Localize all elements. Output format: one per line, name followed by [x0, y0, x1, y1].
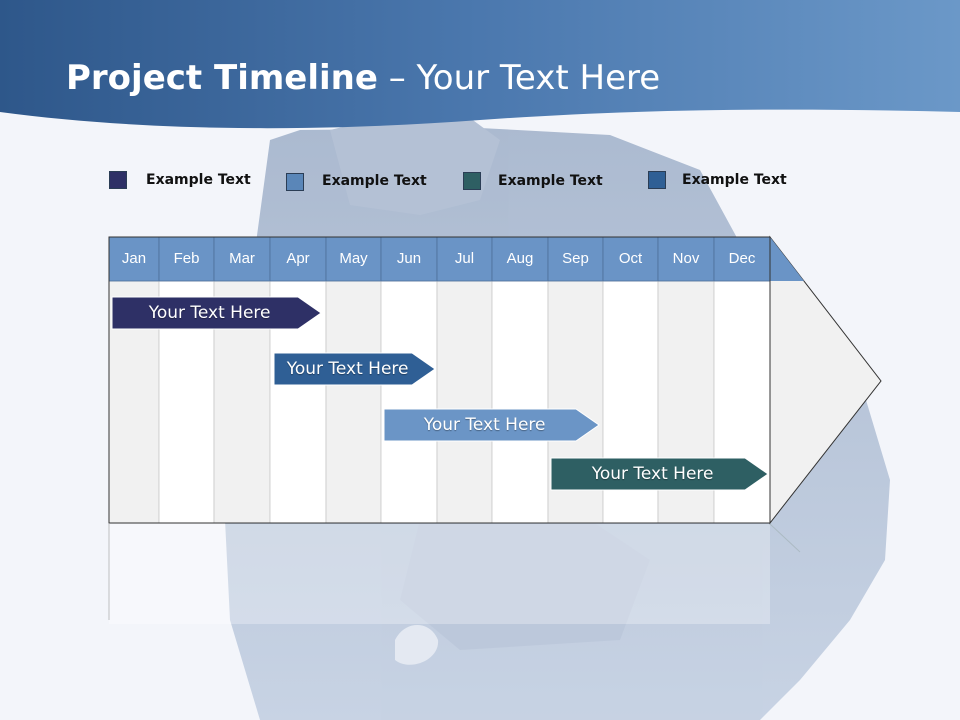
month-label-jul: Jul — [454, 250, 475, 267]
legend-swatch-3 — [463, 172, 481, 190]
title-regular: – Your Text Here — [377, 58, 661, 98]
month-header-cell-jun — [380, 236, 438, 282]
month-header-cell-feb — [158, 236, 215, 282]
month-label-apr: Apr — [286, 250, 310, 267]
month-column-may — [325, 280, 382, 524]
month-label-nov: Nov — [672, 250, 700, 267]
timeline-arrow-head-cap — [770, 237, 804, 281]
legend-label-2: Example Text — [322, 173, 427, 189]
month-header-cell-oct — [602, 236, 659, 282]
task-bar-4[interactable] — [550, 457, 769, 491]
timeline-frame — [108, 236, 771, 524]
month-label-dec: Dec — [728, 250, 756, 267]
month-header-cell-aug — [491, 236, 549, 282]
month-header-cell-sep — [547, 236, 604, 282]
legend-label-3: Example Text — [498, 173, 603, 189]
page-title: Project Timeline – Your Text Here — [66, 58, 660, 98]
task-bar-label-3: Your Text Here — [423, 415, 546, 435]
month-header-cell-mar — [213, 236, 271, 282]
month-label-aug: Aug — [506, 250, 534, 267]
task-bar-1[interactable] — [111, 296, 322, 330]
month-label-may: May — [339, 250, 368, 267]
month-column-jun — [380, 280, 438, 524]
month-label-sep: Sep — [562, 250, 589, 267]
task-bar-label-4: Your Text Here — [591, 464, 714, 484]
month-label-jun: Jun — [396, 250, 422, 267]
legend-swatch-2 — [286, 173, 304, 191]
month-label-oct: Oct — [618, 250, 643, 267]
legend-label-1: Example Text — [146, 172, 251, 188]
task-bar-2[interactable] — [273, 352, 436, 386]
month-column-jul — [436, 280, 493, 524]
month-label-jan: Jan — [121, 250, 147, 267]
timeline-reflection — [108, 523, 801, 624]
month-column-aug — [491, 280, 549, 524]
legend-swatch-4 — [648, 171, 666, 189]
legend-label-4: Example Text — [682, 172, 787, 188]
task-bar-3[interactable] — [383, 408, 600, 442]
task-bar-label-2: Your Text Here — [286, 359, 409, 379]
legend-swatch-1 — [109, 171, 127, 189]
title-bold: Project Timeline — [66, 58, 378, 98]
month-header-cell-may — [325, 236, 382, 282]
month-header-cell-nov — [657, 236, 715, 282]
month-label-mar: Mar — [229, 250, 255, 267]
task-bar-label-1: Your Text Here — [148, 303, 271, 323]
month-label-feb: Feb — [173, 250, 200, 267]
